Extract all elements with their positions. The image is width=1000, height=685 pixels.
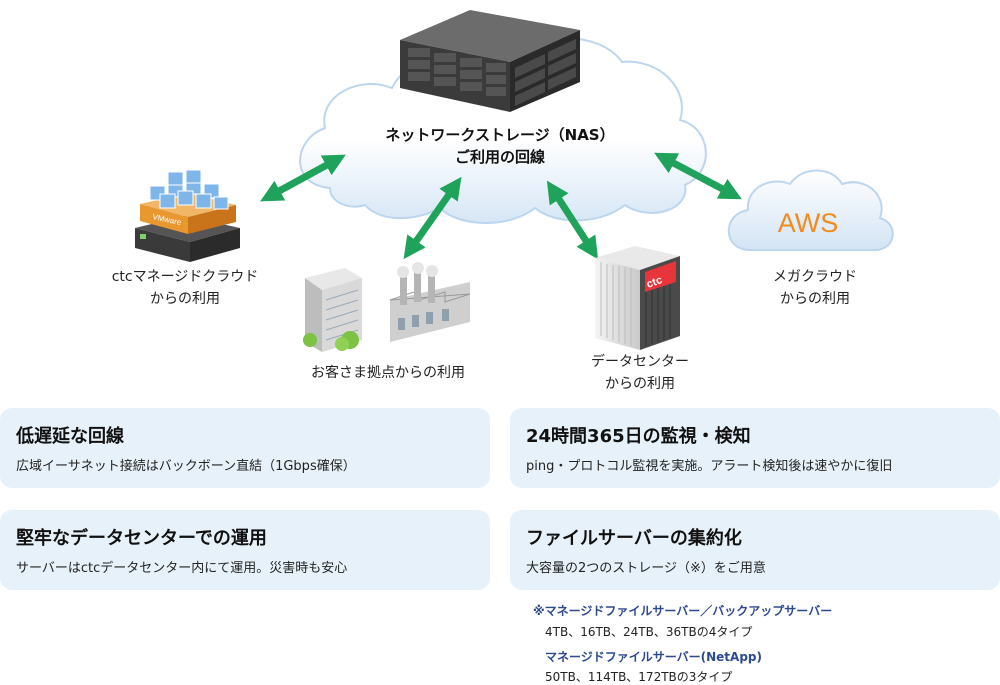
aws-cloud: AWS [727,169,894,252]
feature-desc: 大容量の2つのストレージ（※）をご用意 [526,561,766,576]
nas-title-line2: ご利用の回線 [454,148,545,166]
office-building-icon [303,268,362,352]
feature-title: 24時間365日の監視・検知 [526,426,751,447]
mega-cloud-label: メガクラウド からの利用 [740,266,890,310]
aws-logo-text: AWS [778,208,839,238]
datacenter-label-line1: データセンター [591,354,689,370]
feature-desc: ping・プロトコル監視を実施。アラート検知後は速やかに復旧 [526,459,893,474]
arrow-datacenter [546,180,599,260]
mega-cloud-label-line2: からの利用 [780,291,850,307]
datacenter-label: データセンター からの利用 [560,351,720,395]
note-heading-netapp: マネージドファイルサーバー(NetApp) [545,650,762,664]
ctc-cloud-label-line1: ctcマネージドクラウド [111,269,259,285]
arrow-mega-cloud [654,152,742,200]
ctc-managed-cloud-icon: VMware [135,169,240,262]
ctc-cloud-label: ctcマネージドクラウド からの利用 [95,266,275,310]
datacenter-building-icon: ctc [595,246,680,350]
feature-card-robust-datacenter: 堅牢なデータセンターでの運用 サーバーはctcデータセンター内にて運用。災害時も… [0,510,490,590]
customer-label-line1: お客さま拠点からの利用 [311,365,465,381]
note-detail-netapp: 50TB、114TB、172TBの3タイプ [545,670,733,684]
feature-desc: 広域イーサネット接続はバックボーン直結（1Gbps確保） [16,459,356,474]
mega-cloud-label-line1: メガクラウド [773,269,857,285]
arrow-ctc-cloud [260,154,346,202]
nas-title-line1: ネットワークストレージ（NAS） [385,126,615,144]
nas-server-icon [400,10,580,112]
datacenter-label-line2: からの利用 [605,376,675,392]
feature-card-monitoring: 24時間365日の監視・検知 ping・プロトコル監視を実施。アラート検知後は速… [510,408,1000,488]
note-heading-managed-backup: ※マネージドファイルサーバー／バックアップサーバー [533,604,833,618]
ctc-logo: ctc [645,274,664,291]
feature-title: 堅牢なデータセンターでの運用 [16,528,267,549]
factory-icon [389,262,471,342]
ctc-cloud-label-line2: からの利用 [150,291,220,307]
feature-title: ファイルサーバーの集約化 [526,528,742,549]
feature-desc: サーバーはctcデータセンター内にて運用。災害時も安心 [16,561,348,576]
note-detail-managed-backup: 4TB、16TB、24TB、36TBの4タイプ [545,625,753,639]
arrow-customer [403,176,462,260]
feature-card-consolidation: ファイルサーバーの集約化 大容量の2つのストレージ（※）をご用意 [510,510,1000,590]
customer-label: お客さま拠点からの利用 [283,362,493,384]
feature-title: 低遅延な回線 [16,426,124,447]
architecture-diagram: VMware [135,10,894,352]
feature-card-low-latency: 低遅延な回線 広域イーサネット接続はバックボーン直結（1Gbps確保） [0,408,490,488]
nas-title: ネットワークストレージ（NAS） ご利用の回線 [355,124,645,168]
